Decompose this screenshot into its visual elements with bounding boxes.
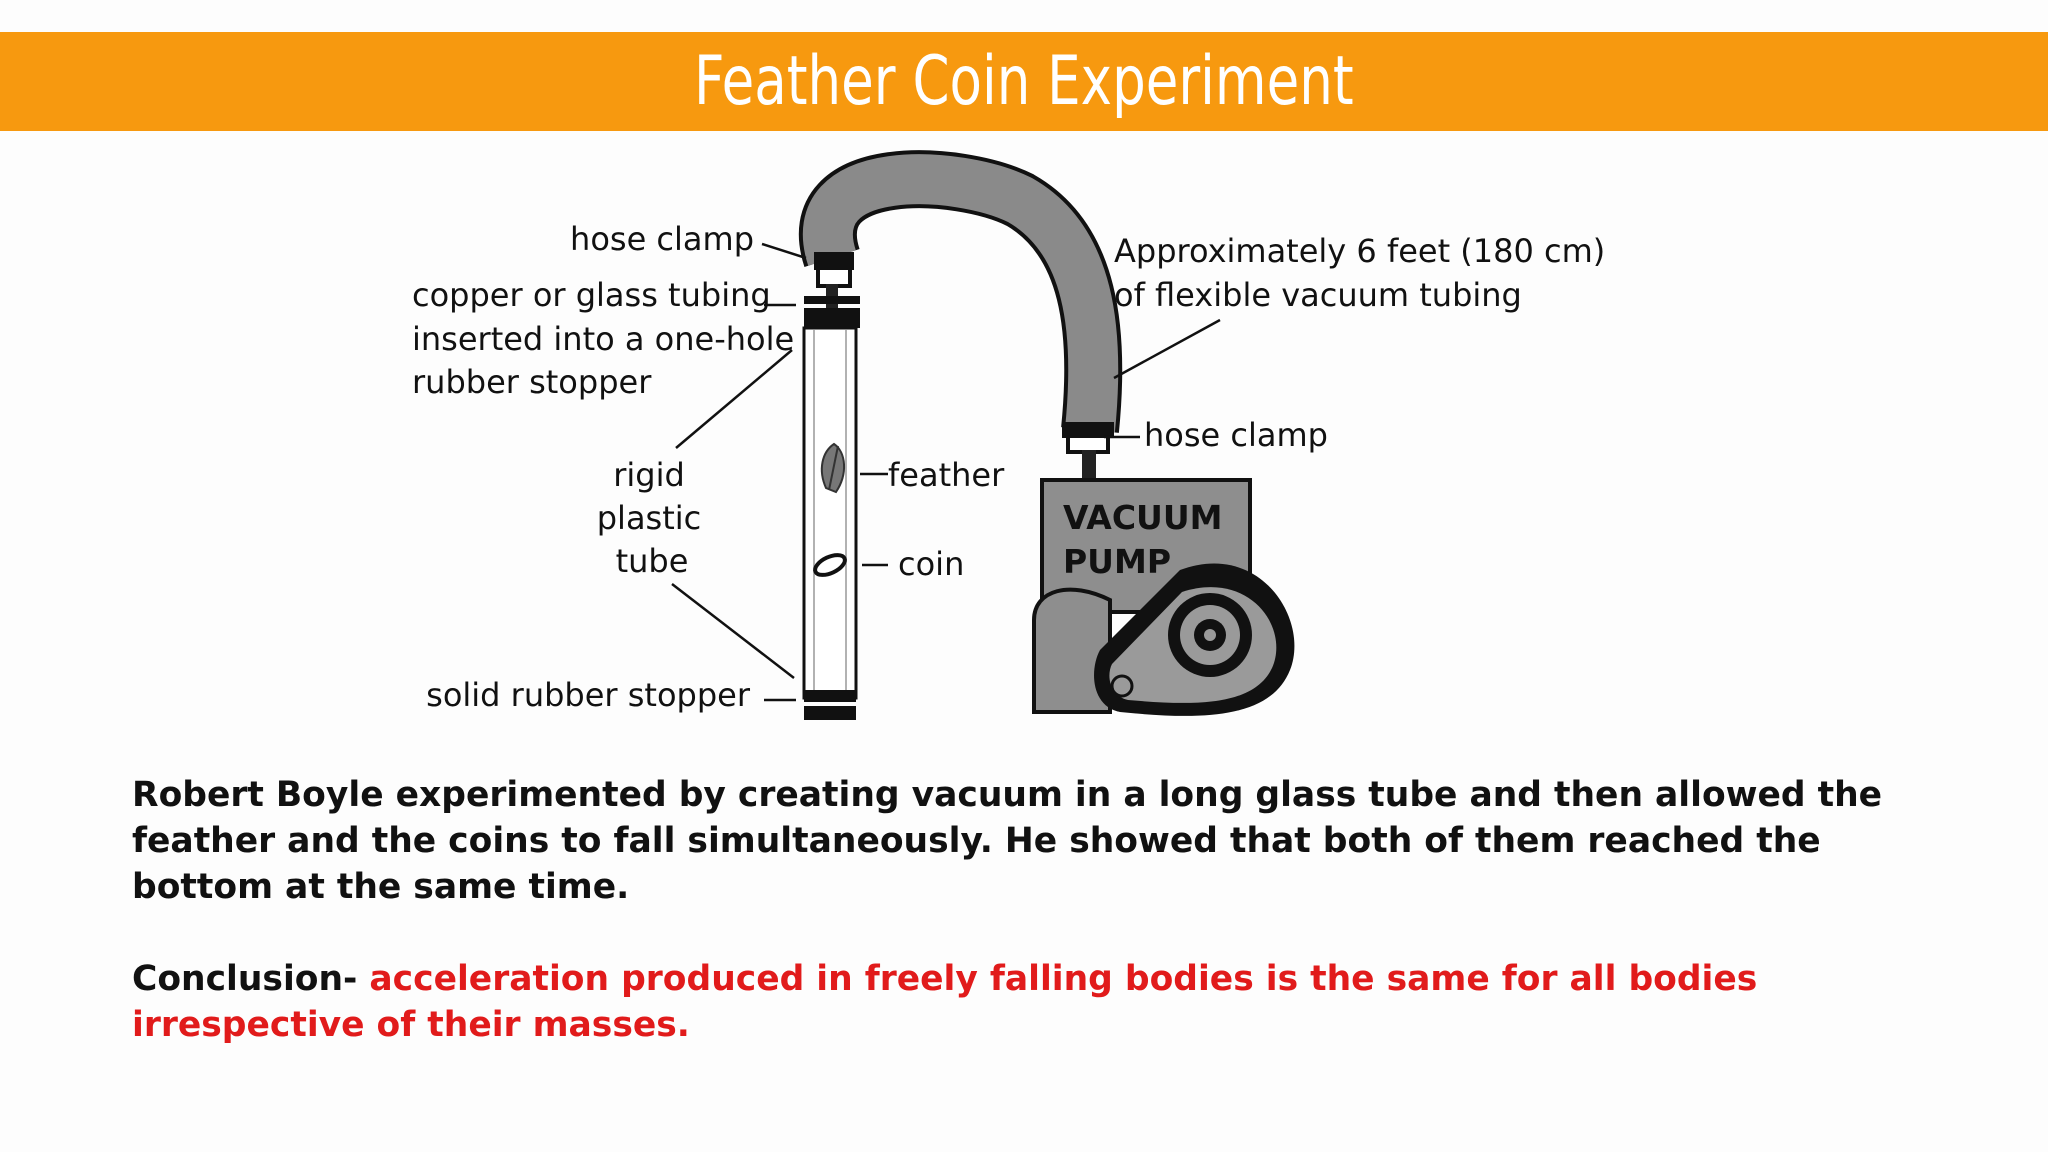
description-paragraph: Robert Boyle experimented by creating va…: [132, 775, 1883, 907]
label-feather: feather: [888, 456, 1005, 494]
label-tubing-line1: copper or glass tubing: [412, 276, 771, 314]
conclusion-label: Conclusion-: [132, 959, 358, 999]
label-hose-clamp-right: hose clamp: [1144, 416, 1328, 454]
label-hose-clamp-top: hose clamp: [570, 220, 754, 258]
coin-icon: [813, 553, 847, 577]
hose-clamp-top: [814, 252, 854, 288]
conclusion-paragraph: Conclusion- acceleration produced in fre…: [132, 956, 1962, 1048]
label-tubing-line3: rubber stopper: [412, 363, 652, 401]
label-pump: PUMP: [1063, 542, 1171, 581]
label-flexible-tubing-line1: Approximately 6 feet (180 cm): [1114, 232, 1605, 270]
vacuum-hose-inner: [802, 154, 1119, 433]
label-rigid: rigid: [613, 456, 685, 494]
label-plastic: plastic: [597, 499, 702, 537]
label-tube: tube: [616, 542, 689, 580]
label-vacuum: VACUUM: [1063, 498, 1223, 537]
label-solid-rubber-stopper: solid rubber stopper: [426, 676, 751, 714]
leader-lines: [671, 242, 1221, 702]
page-title: Feather Coin Experiment: [694, 41, 1354, 121]
title-bar: Feather Coin Experiment: [0, 32, 2048, 131]
label-coin: coin: [898, 545, 964, 583]
hose-clamp-right: [1062, 422, 1114, 482]
top-rubber-stopper: [804, 296, 860, 328]
solid-rubber-stopper: [804, 690, 856, 720]
rigid-plastic-tube: [802, 326, 858, 700]
label-tubing-line2: inserted into a one-hole: [412, 320, 794, 358]
label-flexible-tubing-line2: of flexible vacuum tubing: [1114, 276, 1522, 314]
vacuum-pump: [1032, 478, 1295, 716]
feather-icon: [820, 442, 845, 494]
conclusion-text: acceleration produced in freely falling …: [132, 959, 1758, 1045]
